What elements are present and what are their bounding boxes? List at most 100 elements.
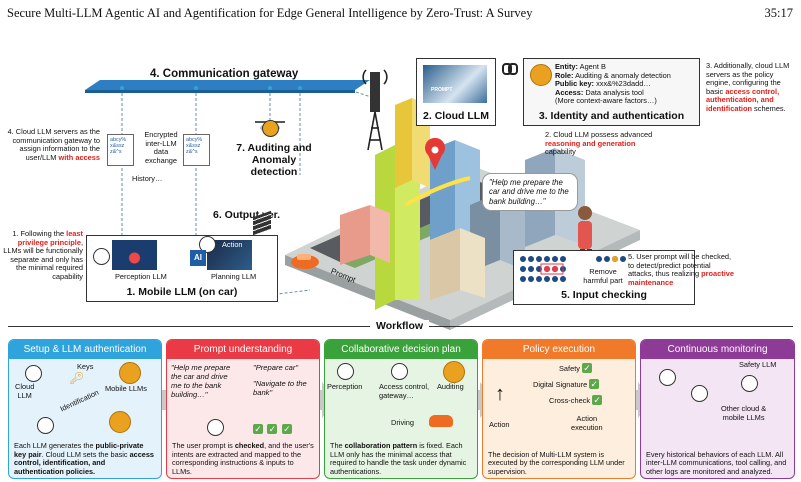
signature-text: Digital Signature bbox=[533, 380, 588, 389]
note-1: 1. Following the least privilege princip… bbox=[3, 229, 83, 282]
cross-check-text: Cross-check bbox=[549, 396, 591, 405]
signature-label: Digital Signature ✓ bbox=[533, 379, 600, 390]
note-3-highlight: access control, authentication, and iden… bbox=[706, 86, 780, 113]
public-key-key: Public key: bbox=[555, 79, 595, 89]
note-3-text-b: schemes. bbox=[752, 103, 786, 113]
prompt-robot-icon bbox=[207, 419, 224, 436]
policy-action-label: Action bbox=[489, 420, 510, 429]
more-factors: (More context-aware factors…) bbox=[555, 96, 657, 106]
paper-title: Secure Multi-LLM Agentic AI and Agentifi… bbox=[7, 6, 533, 20]
access-bot-icon bbox=[391, 363, 408, 380]
mobile-llm-box: AI Action Perception LLM Planning LLM 1.… bbox=[86, 235, 278, 302]
card-prompt-footer-a: The user prompt is bbox=[172, 441, 235, 450]
cloud-llm-small-label: Cloud LLM bbox=[15, 382, 35, 400]
perception-robot-icon bbox=[93, 248, 110, 265]
card-setup-footer: Each LLM generates the public-private ke… bbox=[14, 441, 156, 476]
card-monitor-title: Continuous monitoring bbox=[641, 340, 794, 359]
card-monitor-footer: Every historical behaviors of each LLM. … bbox=[646, 449, 787, 476]
keys-label: Keys bbox=[77, 362, 94, 371]
input-checking-title: 5. Input checking bbox=[561, 289, 647, 301]
card-collab-footer: The collaboration pattern is fixed. Each… bbox=[330, 441, 472, 476]
up-arrow-icon: ↑ bbox=[495, 383, 505, 405]
card-policy-title: Policy execution bbox=[483, 340, 635, 359]
perception-screen bbox=[112, 240, 157, 270]
card-policy-execution: Policy execution ↑ Action Safety ✓ Digit… bbox=[482, 339, 636, 479]
card-monitor-body: Safety LLM Other cloud & mobile LLMs bbox=[641, 359, 794, 442]
entity-value: Agent B bbox=[578, 62, 606, 71]
cloud-llm-title: 2. Cloud LLM bbox=[423, 110, 489, 122]
note-2-highlight: reasoning and generation bbox=[545, 138, 636, 148]
auditing-small-label: Auditing bbox=[437, 382, 464, 391]
remove-harmful-label: Remove harmful part bbox=[583, 267, 623, 285]
auditing-label: 7. Auditing and Anomaly detection bbox=[236, 142, 312, 178]
card-setup-footer-c: . Cloud LLM sets the basic bbox=[41, 449, 130, 459]
driving-label: Driving bbox=[391, 418, 414, 427]
auditing-badge-icon bbox=[443, 361, 465, 383]
user-prompt-bubble: "Help me prepare the car and drive me to… bbox=[483, 174, 577, 211]
card-setup-footer-b: public-private key pair bbox=[14, 441, 144, 459]
role-value: Auditing & anomaly detection bbox=[573, 70, 671, 80]
perception-llm-label: Perception LLM bbox=[115, 272, 167, 281]
mobile-llms-label: Mobile LLMs bbox=[105, 384, 147, 393]
card-setup-title: Setup & LLM authentication bbox=[9, 340, 161, 359]
card-setup-authentication: Setup & LLM authentication Cloud LLM Key… bbox=[8, 339, 162, 479]
page-number: 35:17 bbox=[764, 6, 793, 20]
key-icon: 🔑︎ bbox=[69, 371, 85, 385]
access-small-label: Access control, gateway… bbox=[379, 382, 430, 400]
card-prompt-understanding: Prompt understanding "Help me prepare th… bbox=[166, 339, 320, 479]
note-5-highlight: proactive maintenance bbox=[628, 269, 734, 287]
check-icon-2: ✓ bbox=[267, 424, 278, 434]
planning-robot-icon bbox=[199, 236, 216, 253]
card-setup-body: Cloud LLM Keys 🔑︎ Mobile LLMs Identifica… bbox=[9, 359, 161, 442]
public-key-value: xxx&%23dadd… bbox=[594, 79, 651, 89]
signature-check-icon: ✓ bbox=[589, 379, 600, 389]
note-5-text: 5. User prompt will be checked, to detec… bbox=[628, 252, 732, 279]
identity-details: Entity: Agent B Role: Auditing & anomaly… bbox=[555, 62, 671, 106]
card-setup-footer-a: Each LLM generates the bbox=[14, 441, 96, 450]
card-setup-footer-d: access control, identification, and auth… bbox=[14, 449, 154, 476]
check-icon-1: ✓ bbox=[253, 424, 263, 434]
card-prompt-footer: The user prompt is checked, and the user… bbox=[172, 441, 314, 476]
cross-check-icon: ✓ bbox=[592, 395, 603, 405]
other-llms-label: Other cloud & mobile LLMs bbox=[721, 404, 767, 422]
card-collaborative-plan: Collaborative decision plan Perception A… bbox=[324, 339, 478, 479]
cipher-document-1: abcy% x&ssz z&^s bbox=[107, 134, 134, 166]
cross-check-label: Cross-check ✓ bbox=[549, 395, 603, 406]
prompt-label: PROMPT bbox=[431, 87, 453, 93]
agent-badge-icon-2 bbox=[109, 411, 131, 433]
note-3-text-a: 3. Additionally, cloud LLM servers as th… bbox=[706, 61, 790, 96]
card-prompt-body: "Help me prepare the car and drive me to… bbox=[167, 359, 319, 442]
check-icons: ✓ ✓ ✓ bbox=[253, 419, 292, 437]
safety-text: Safety bbox=[559, 364, 580, 373]
action-label: Action bbox=[222, 240, 243, 249]
access-value: Data analysis tool bbox=[583, 87, 644, 97]
prepare-car-quote: "Prepare car" bbox=[253, 363, 299, 372]
monitor-robot-icon-2 bbox=[691, 385, 708, 402]
safety-llm-label: Safety LLM bbox=[739, 360, 777, 369]
card-prompt-footer-b: checked bbox=[234, 441, 265, 450]
workflow-label: Workflow bbox=[370, 320, 430, 332]
monitor-robot-icon-1 bbox=[659, 369, 676, 386]
note-2: 2. Cloud LLM possess advanced reasoning … bbox=[545, 130, 655, 157]
history-label: History… bbox=[132, 174, 163, 183]
encrypted-exchange-label: Encrypted inter-LLM data exchange bbox=[144, 130, 178, 165]
mobile-llm-badge-icon bbox=[119, 362, 141, 384]
identity-box: Entity: Agent B Role: Auditing & anomaly… bbox=[523, 58, 700, 126]
note-1-text-a: 1. Following the bbox=[12, 229, 67, 238]
note-2-text-a: 2. Cloud LLM possess advanced bbox=[545, 130, 653, 139]
card-policy-body: ↑ Action Safety ✓ Digital Signature ✓ Cr… bbox=[483, 359, 635, 442]
role-key: Role: bbox=[555, 70, 574, 80]
communication-gateway-label: 4. Communication gateway bbox=[150, 68, 299, 80]
card-policy-footer: The decision of Multi-LLM system is exec… bbox=[488, 449, 625, 476]
card-collab-body: Perception Access control, gateway… Audi… bbox=[325, 359, 477, 442]
car-icon bbox=[429, 415, 453, 427]
perception-bot-icon bbox=[337, 363, 354, 380]
entity-key: Entity: bbox=[555, 62, 578, 71]
note-4: 4. Cloud LLM servers as the communicatio… bbox=[3, 127, 101, 162]
input-checking-box: Remove harmful part 5. Input checking bbox=[513, 250, 695, 305]
navigate-quote: "Navigate to the bank" bbox=[253, 379, 307, 397]
card-collab-title: Collaborative decision plan bbox=[325, 340, 477, 359]
note-4-highlight: with access bbox=[58, 152, 101, 162]
mobile-llm-title: 1. Mobile LLM (on car) bbox=[126, 286, 238, 298]
card-collab-footer-b: collaboration pattern bbox=[344, 441, 418, 450]
